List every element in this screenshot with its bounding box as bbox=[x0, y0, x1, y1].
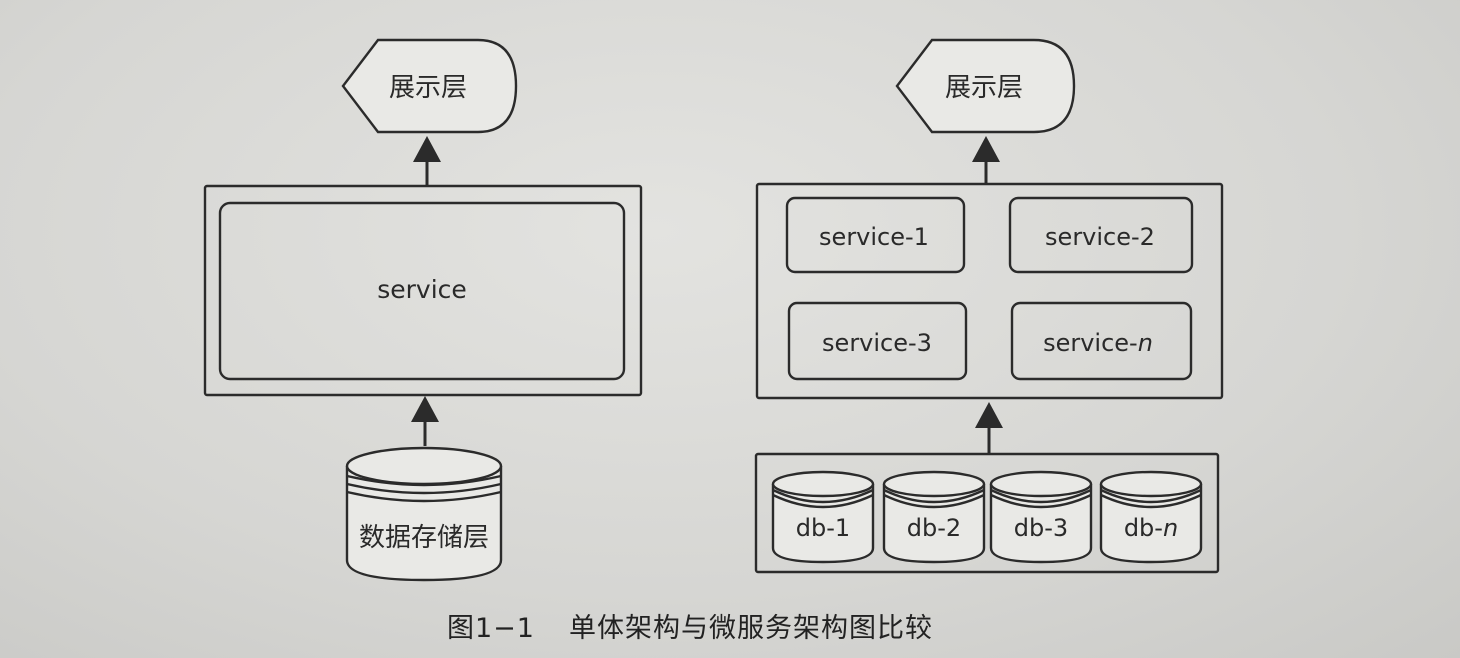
micro-services-container: service-1 service-2 service-3 service-n bbox=[755, 182, 1224, 400]
microservices-diagram: 展示层 service-1 service-2 service-3 servi bbox=[754, 38, 1224, 574]
architecture-diagram: 展示层 service 数据存储层 bbox=[203, 38, 1224, 582]
monolith-presentation-label: 展示层 bbox=[389, 73, 467, 103]
micro-arrow-up-top bbox=[972, 136, 1000, 184]
db-cylinder: db-3 bbox=[989, 470, 1093, 564]
service-box: service-1 bbox=[785, 196, 966, 274]
monolith-arrow-up-bottom bbox=[411, 396, 439, 446]
db-suffix: n bbox=[1163, 514, 1178, 542]
service-box: service-2 bbox=[1008, 196, 1194, 274]
monolith-service-label: service bbox=[377, 275, 467, 304]
db-label: db-n bbox=[1124, 514, 1178, 542]
service-label: service-n bbox=[1043, 329, 1153, 357]
service-label: service-1 bbox=[819, 223, 929, 251]
db-label: db-3 bbox=[1014, 514, 1068, 542]
service-suffix: n bbox=[1138, 329, 1153, 357]
micro-presentation-layer: 展示层 bbox=[895, 38, 1076, 134]
monolith-presentation-layer: 展示层 bbox=[341, 38, 518, 134]
monolith-diagram: 展示层 service 数据存储层 bbox=[203, 38, 643, 582]
figure-number: 图1−1 bbox=[447, 613, 535, 644]
db-label: db-1 bbox=[796, 514, 850, 542]
monolith-storage-label: 数据存储层 bbox=[359, 523, 489, 553]
db-cylinder: db-1 bbox=[771, 470, 875, 564]
db-cylinder: db-n bbox=[1099, 470, 1203, 564]
micro-arrow-up-bottom bbox=[975, 402, 1003, 454]
service-label: service-2 bbox=[1045, 223, 1155, 251]
db-cylinder: db-2 bbox=[882, 470, 986, 564]
micro-databases-container: db-1 db-2 db-3 db-n bbox=[754, 452, 1220, 574]
micro-presentation-label: 展示层 bbox=[945, 73, 1023, 103]
figure-caption: 图1−1 单体架构与微服务架构图比较 bbox=[0, 606, 1380, 645]
service-label: service-3 bbox=[822, 329, 932, 357]
monolith-storage-cylinder: 数据存储层 bbox=[345, 446, 503, 582]
db-label: db-2 bbox=[907, 514, 961, 542]
figure-title: 单体架构与微服务架构图比较 bbox=[568, 613, 933, 644]
monolith-arrow-up-top bbox=[413, 136, 441, 186]
service-box: service-3 bbox=[787, 301, 968, 381]
service-box: service-n bbox=[1010, 301, 1193, 381]
monolith-service-container: service bbox=[203, 184, 643, 397]
